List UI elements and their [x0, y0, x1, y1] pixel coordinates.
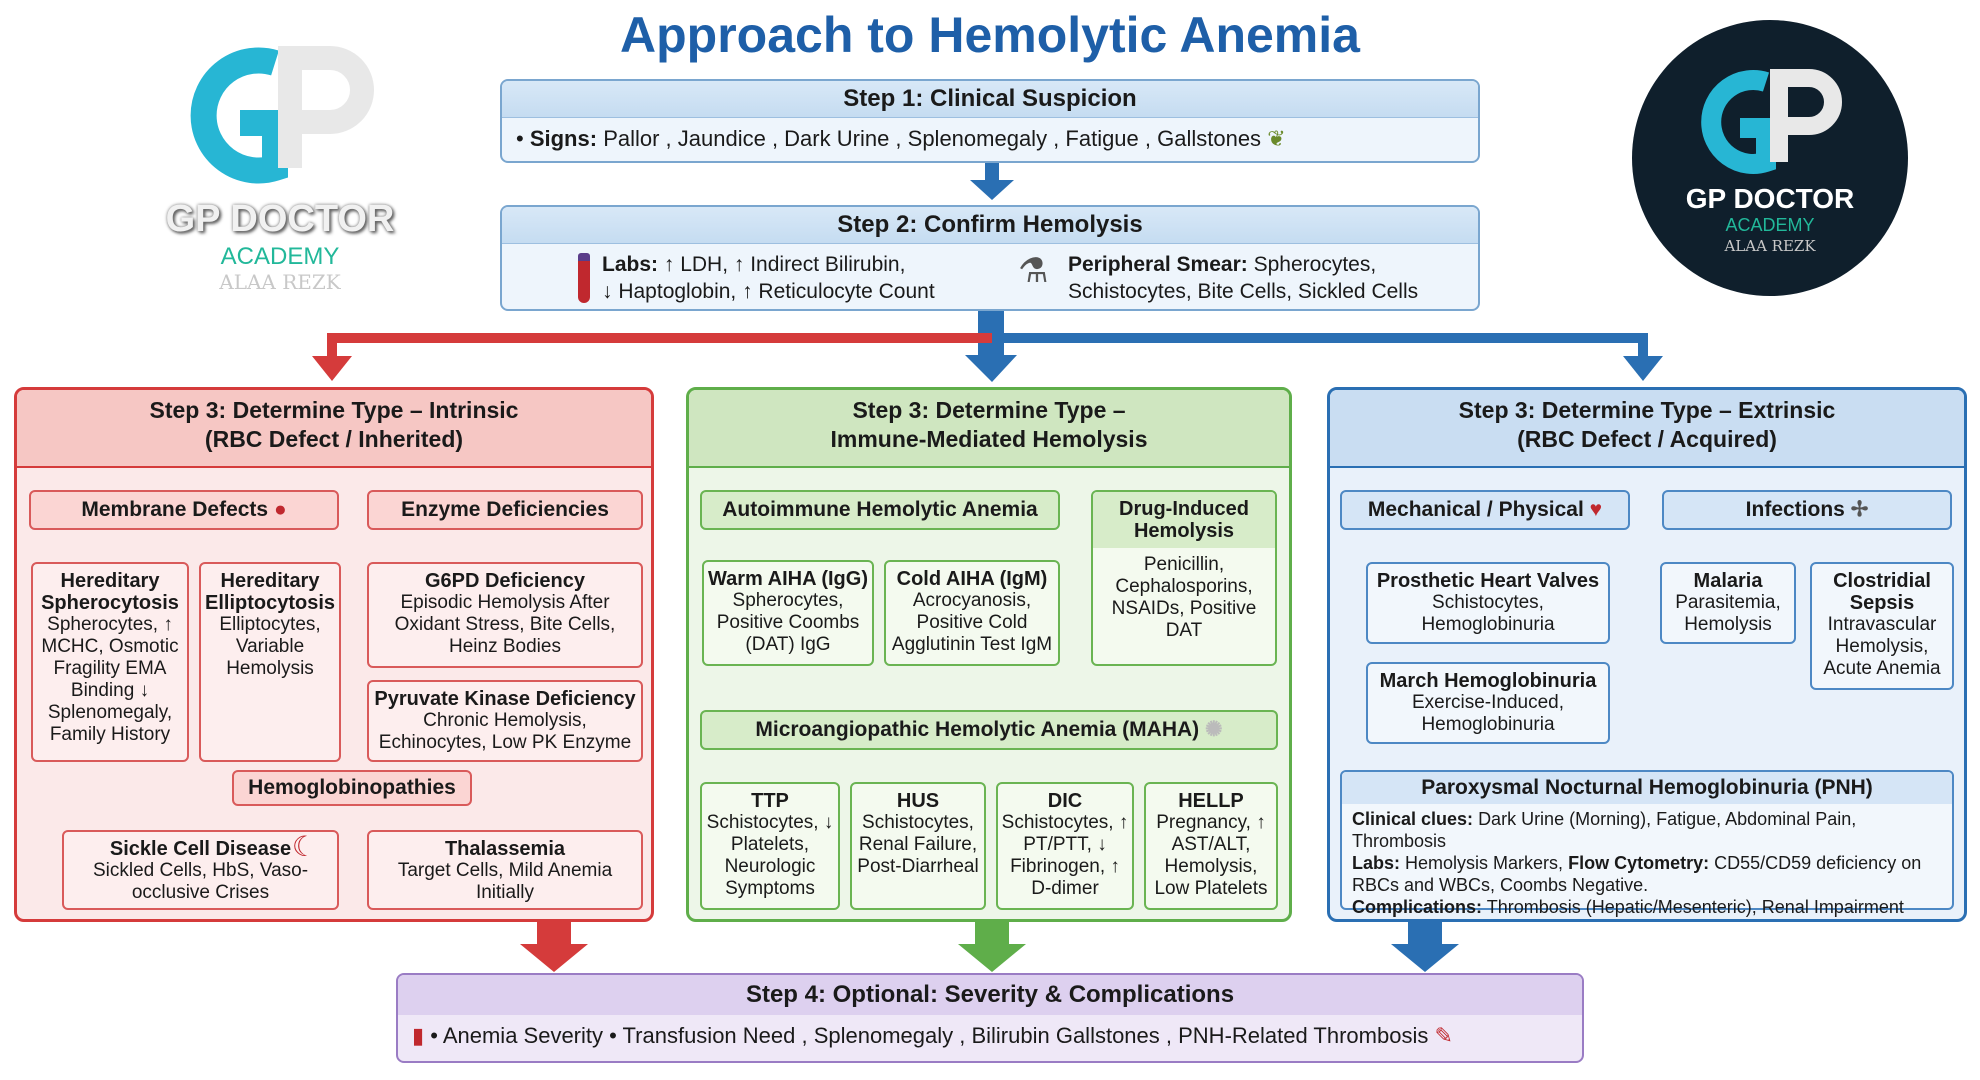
logo-left-brand: GP DOCTOR	[165, 198, 395, 240]
immune-title1: Step 3: Determine Type –	[852, 397, 1126, 423]
blood-tube-icon	[578, 253, 590, 303]
logo-right-author: ALAA REZK	[1724, 237, 1816, 255]
extrinsic-title2: (RBC Defect / Acquired)	[1517, 426, 1777, 452]
logo-left-author: ALAA REZK	[219, 270, 341, 294]
step2-smear-line1: Spherocytes,	[1253, 253, 1377, 276]
crescent-icon: ☾	[291, 831, 317, 862]
extrinsic-title1: Step 3: Determine Type – Extrinsic	[1458, 397, 1836, 423]
step2-labs-line2: ↓ Haptoglobin, ↑ Reticulocyte Count	[602, 280, 935, 303]
rbc-fragment-icon: ✺	[1205, 718, 1223, 741]
gp-logo-mark-icon	[1701, 69, 1842, 174]
mechanical-label: Mechanical / Physical ♥	[1340, 490, 1630, 530]
step4-items: • Anemia Severity • Transfusion Need , S…	[430, 1023, 1429, 1048]
logo-right-academy: ACADEMY	[1725, 215, 1815, 235]
step4-box: Step 4: Optional: Severity & Complicatio…	[396, 973, 1584, 1063]
step1-signs-label: Signs:	[529, 126, 598, 151]
step1-bullet: •	[516, 126, 524, 151]
step2-labs-label: Labs:	[602, 253, 659, 276]
pnh-title: Paroxysmal Nocturnal Hemoglobinuria (PNH…	[1342, 772, 1952, 804]
step2-labs-line1: ↑ LDH, ↑ Indirect Bilirubin,	[663, 253, 906, 276]
step2-smear-label: Peripheral Smear:	[1068, 253, 1248, 276]
logo-right-brand: GP DOCTOR	[1685, 183, 1855, 214]
step2-box: Step 2: Confirm Hemolysis Labs: ↑ LDH, ↑…	[500, 205, 1480, 311]
step1-signs: Pallor , Jaundice , Dark Urine , Splenom…	[603, 126, 1262, 151]
intrinsic-title1: Step 3: Determine Type – Intrinsic	[149, 397, 519, 423]
hemoglobinopathies: Hemoglobinopathies	[232, 770, 472, 806]
step2-smear-line2: Schistocytes, Bite Cells, Sickled Cells	[1068, 280, 1419, 303]
cold-aiha-card: Cold AIHA (IgM)Acrocyanosis, Positive Co…	[884, 560, 1060, 666]
step1-box: Step 1: Clinical Suspicion • Signs: Pall…	[500, 79, 1480, 163]
step2-title: Step 2: Confirm Hemolysis	[502, 207, 1478, 244]
gallbladder-icon: ❦	[1267, 126, 1286, 151]
gp-logo-mark-icon	[190, 46, 374, 184]
pnh-card: Paroxysmal Nocturnal Hemoglobinuria (PNH…	[1340, 770, 1954, 917]
membrane-defects: Membrane Defects ●	[29, 490, 339, 530]
heart-icon: ♥	[1589, 498, 1603, 521]
maha-label: Microangiopathic Hemolytic Anemia (MAHA)…	[700, 710, 1278, 750]
enzyme-deficiencies: Enzyme Deficiencies	[367, 490, 643, 530]
infections-label: Infections ✢	[1662, 490, 1952, 530]
immune-title2: Immune-Mediated Hemolysis	[830, 426, 1148, 452]
mosquito-icon: ✢	[1850, 498, 1869, 521]
step1-title: Step 1: Clinical Suspicion	[502, 81, 1478, 118]
thrombus-icon: ✎	[1434, 1023, 1453, 1048]
warm-aiha-card: Warm AIHA (IgG)Spherocytes, Positive Coo…	[702, 560, 874, 666]
page-title: Approach to Hemolytic Anemia	[620, 7, 1360, 63]
logo-left-academy: ACADEMY	[220, 243, 340, 270]
microscope-icon: ⚗	[1018, 252, 1049, 290]
rbc-icon: ●	[273, 498, 287, 521]
intrinsic-title2: (RBC Defect / Inherited)	[204, 426, 464, 452]
step4-title: Step 4: Optional: Severity & Complicatio…	[398, 975, 1582, 1015]
aiha-label: Autoimmune Hemolytic Anemia	[700, 490, 1060, 530]
thermometer-icon: ▮	[412, 1023, 425, 1048]
logo-right: GP DOCTOR ACADEMY ALAA REZK	[1632, 20, 1908, 296]
logo-left: GP DOCTOR ACADEMY ALAA REZK	[140, 38, 420, 308]
